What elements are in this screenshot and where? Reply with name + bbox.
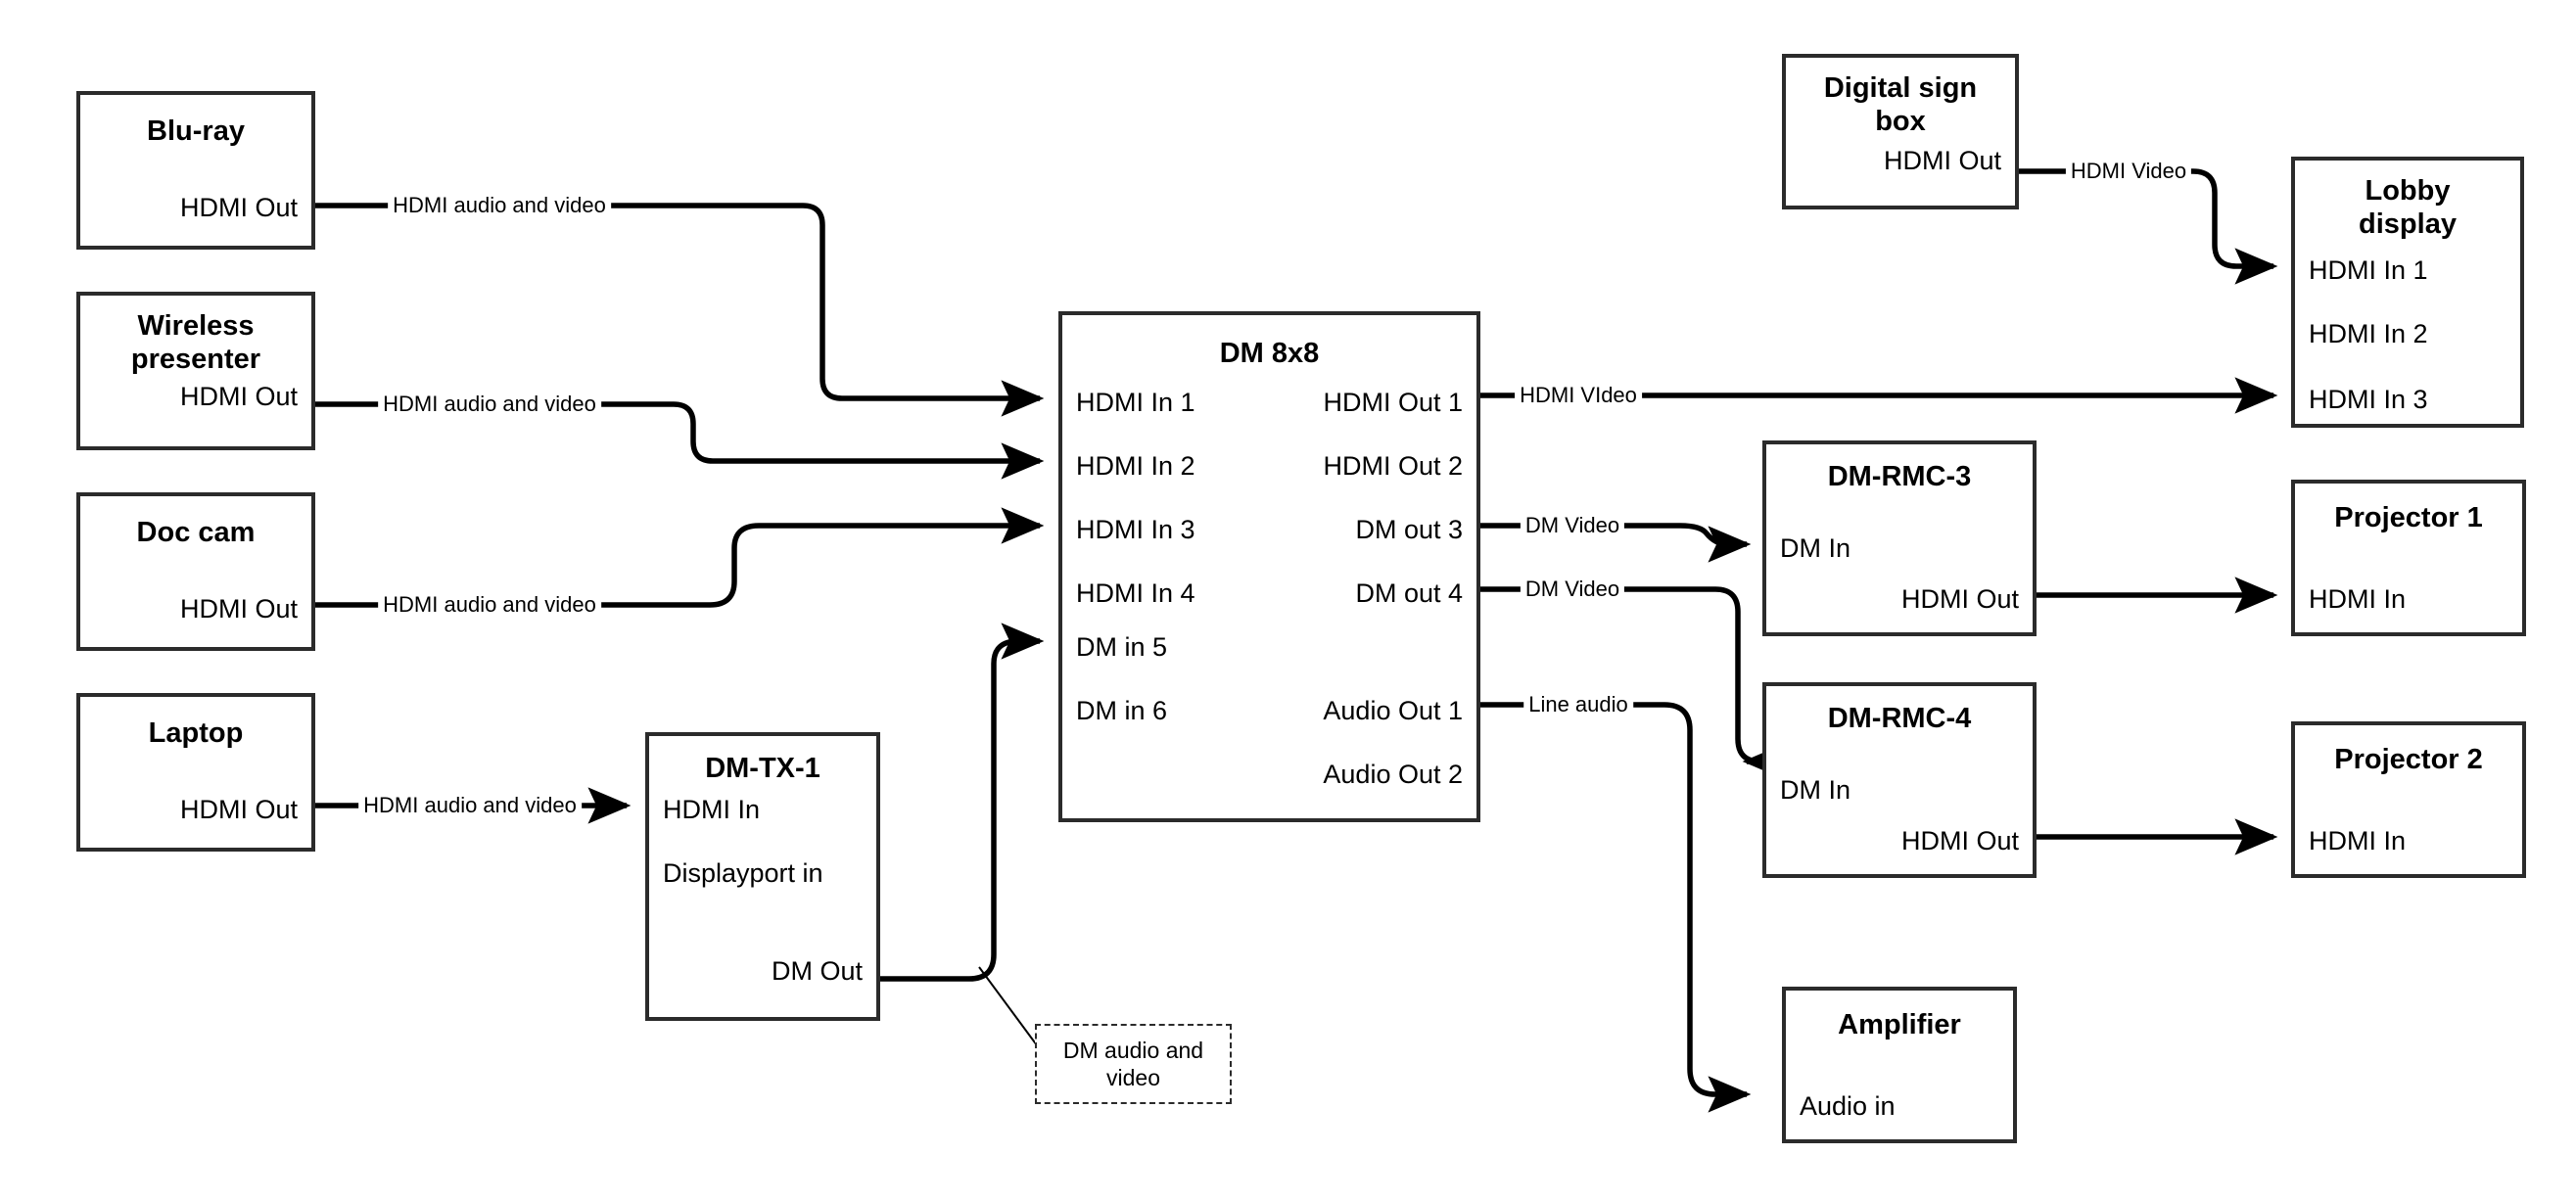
port-dm-rmc-3-hdmi-out[interactable]: HDMI Out <box>1900 584 2019 614</box>
node-title-dm-rmc-3: DM-RMC-3 <box>1827 461 1972 492</box>
port-dm-8x8-hdmi-out-2[interactable]: HDMI Out 2 <box>1323 451 1463 481</box>
port-lobby-display-hdmi-in-1[interactable]: HDMI In 1 <box>2309 255 2428 285</box>
node-dm-tx-1[interactable]: DM-TX-1 HDMI In Displayport in DM Out <box>645 732 880 1021</box>
wire-digitalsign-to-lobby <box>2019 168 2278 285</box>
node-title-dm-rmc-4: DM-RMC-4 <box>1827 703 1972 734</box>
wire-label-audioout1: Line audio <box>1523 693 1633 716</box>
node-title-lobby-display-line1: Lobby <box>2365 175 2451 207</box>
port-dm-8x8-hdmi-out-1[interactable]: HDMI Out 1 <box>1323 388 1463 417</box>
port-dm-8x8-hdmi-in-2[interactable]: HDMI In 2 <box>1076 451 1195 481</box>
port-amplifier-audio-in[interactable]: Audio in <box>1800 1091 1896 1121</box>
node-blu-ray[interactable]: Blu-ray HDMI Out <box>76 91 315 250</box>
port-doc-cam-hdmi-out[interactable]: HDMI Out <box>179 594 298 624</box>
node-laptop[interactable]: Laptop HDMI Out <box>76 693 315 852</box>
port-dm-rmc-3-dm-in[interactable]: DM In <box>1780 533 1851 563</box>
node-title-lobby-display-line2: display <box>2359 208 2457 240</box>
node-projector-1[interactable]: Projector 1 HDMI In <box>2291 480 2526 636</box>
node-title-wireless-presenter-line2: presenter <box>130 344 261 375</box>
port-blu-ray-hdmi-out[interactable]: HDMI Out <box>179 193 298 222</box>
port-wireless-presenter-hdmi-out[interactable]: HDMI Out <box>179 382 298 411</box>
wire-label-doccam: HDMI audio and video <box>378 593 601 617</box>
port-dm-8x8-dm-in-5[interactable]: DM in 5 <box>1076 632 1168 662</box>
wire-dmout4-to-dmrmc4 <box>1480 586 1786 780</box>
node-title-laptop: Laptop <box>148 717 244 749</box>
wire-bluray-to-dm8x8 <box>313 203 1045 417</box>
port-dm-tx-1-hdmi-in[interactable]: HDMI In <box>663 795 761 824</box>
port-dm-8x8-audio-out-2[interactable]: Audio Out 2 <box>1323 760 1463 789</box>
port-digital-sign-box-hdmi-out[interactable]: HDMI Out <box>1883 146 2001 175</box>
wire-dmtx1-to-dm8x8 <box>880 623 1045 982</box>
node-title-amplifier: Amplifier <box>1838 1009 1961 1040</box>
port-dm-tx-1-dm-out[interactable]: DM Out <box>771 956 863 986</box>
node-title-projector-1: Projector 1 <box>2334 502 2483 533</box>
port-lobby-display-hdmi-in-3[interactable]: HDMI In 3 <box>2309 385 2428 414</box>
node-amplifier[interactable]: Amplifier Audio in <box>1782 987 2017 1143</box>
port-dm-8x8-dm-in-6[interactable]: DM in 6 <box>1076 696 1168 725</box>
node-title-dm-tx-1: DM-TX-1 <box>705 753 820 784</box>
port-lobby-display-hdmi-in-2[interactable]: HDMI In 2 <box>2309 319 2428 348</box>
wire-audioout1-to-amplifier <box>1480 702 1752 1113</box>
wire-label-bluray: HDMI audio and video <box>388 194 611 217</box>
port-projector-1-hdmi-in[interactable]: HDMI In <box>2309 584 2407 614</box>
port-laptop-hdmi-out[interactable]: HDMI Out <box>179 795 298 824</box>
port-dm-8x8-dm-out-3[interactable]: DM out 3 <box>1355 515 1463 544</box>
port-dm-8x8-hdmi-in-3[interactable]: HDMI In 3 <box>1076 515 1195 544</box>
port-dm-8x8-hdmi-in-1[interactable]: HDMI In 1 <box>1076 388 1195 417</box>
port-dm-tx-1-displayport-in[interactable]: Displayport in <box>663 858 823 888</box>
node-title-dm-8x8: DM 8x8 <box>1219 338 1320 369</box>
port-dm-8x8-dm-out-4[interactable]: DM out 4 <box>1355 578 1463 608</box>
node-doc-cam[interactable]: Doc cam HDMI Out <box>76 492 315 651</box>
node-dm-rmc-3[interactable]: DM-RMC-3 DM In HDMI Out <box>1762 440 2037 636</box>
port-dm-rmc-4-hdmi-out[interactable]: HDMI Out <box>1900 826 2019 855</box>
callout-leader-line <box>978 966 1041 1050</box>
node-title-doc-cam: Doc cam <box>136 517 256 548</box>
node-title-projector-2: Projector 2 <box>2334 744 2483 775</box>
wire-label-laptop: HDMI audio and video <box>358 794 582 817</box>
node-title-digital-sign-box-line1: Digital sign <box>1823 72 1978 104</box>
node-title-blu-ray: Blu-ray <box>147 115 245 147</box>
node-digital-sign-box[interactable]: Digital sign box HDMI Out <box>1782 54 2019 209</box>
node-dm-rmc-4[interactable]: DM-RMC-4 DM In HDMI Out <box>1762 682 2037 878</box>
node-title-digital-sign-box-line2: box <box>1875 106 1926 137</box>
wire-label-hdmiout1: HDMI VIdeo <box>1515 384 1642 407</box>
wire-label-wireless: HDMI audio and video <box>378 393 601 416</box>
node-lobby-display[interactable]: Lobby display HDMI In 1 HDMI In 2 HDMI I… <box>2291 157 2524 428</box>
port-dm-8x8-audio-out-1[interactable]: Audio Out 1 <box>1323 696 1463 725</box>
node-title-wireless-presenter-line1: Wireless <box>137 310 255 342</box>
node-wireless-presenter[interactable]: Wireless presenter HDMI Out <box>76 292 315 450</box>
callout-dm-audio-and-video: DM audio and video <box>1035 1024 1232 1104</box>
node-dm-8x8[interactable]: DM 8x8 HDMI In 1 HDMI In 2 HDMI In 3 HDM… <box>1058 311 1480 822</box>
port-dm-8x8-hdmi-in-4[interactable]: HDMI In 4 <box>1076 578 1195 608</box>
wire-label-digitalsign: HDMI Video <box>2065 160 2192 183</box>
port-projector-2-hdmi-in[interactable]: HDMI In <box>2309 826 2407 855</box>
port-dm-rmc-4-dm-in[interactable]: DM In <box>1780 775 1851 805</box>
node-projector-2[interactable]: Projector 2 HDMI In <box>2291 721 2526 878</box>
wire-label-dmout3: DM Video <box>1520 514 1625 537</box>
wire-label-dmout4: DM Video <box>1520 577 1625 601</box>
